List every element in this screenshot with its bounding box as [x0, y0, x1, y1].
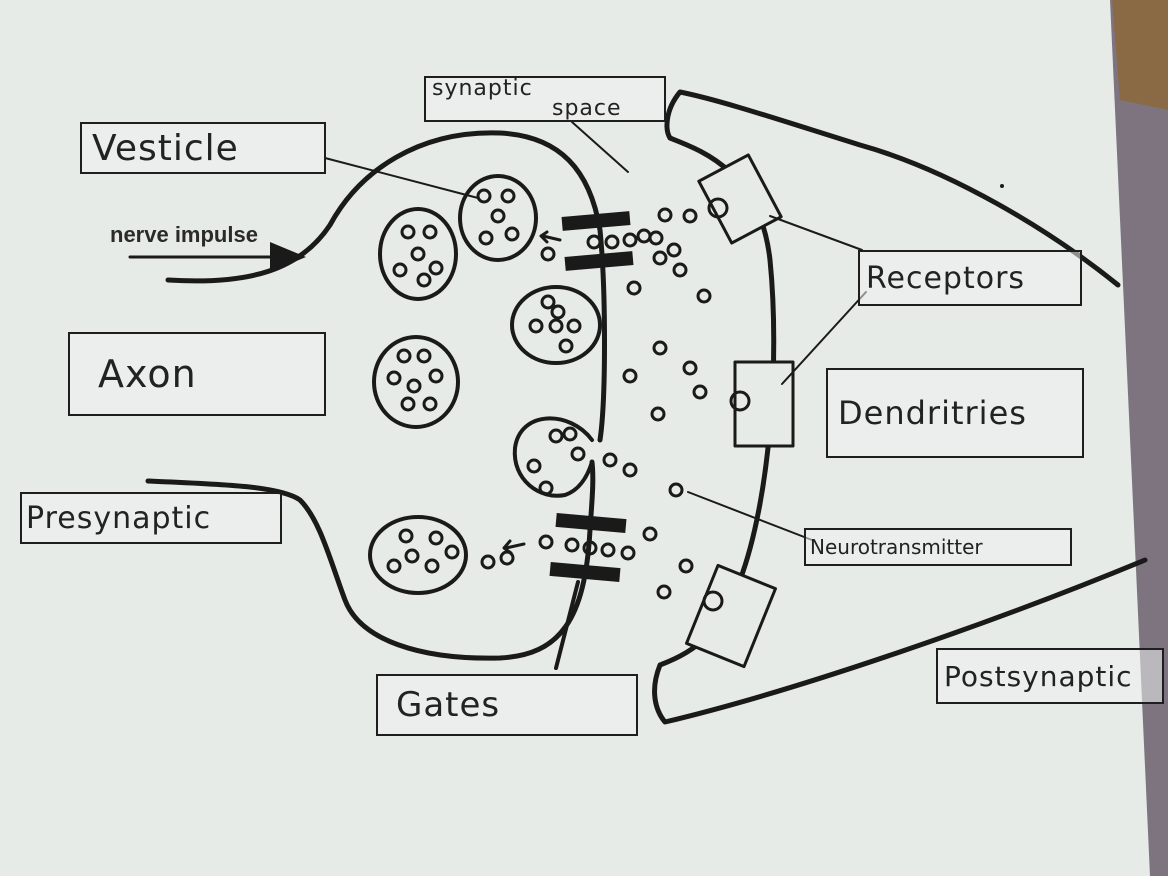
receptors-label: Receptors	[858, 250, 1082, 306]
receptor-block	[735, 362, 793, 446]
neurotransmitter-label: Neurotransmitter	[804, 528, 1072, 566]
nerve-impulse-caption: nerve impulse	[110, 222, 258, 248]
vesicle-label-text: Vesticle	[92, 128, 239, 169]
pen-mark	[1000, 184, 1004, 188]
dendrites-label-text: Dendritries	[838, 394, 1027, 432]
synaptic-space-label-line1: synaptic	[432, 79, 533, 99]
receptors-label-text: Receptors	[866, 261, 1025, 296]
neurotransmitter-label-text: Neurotransmitter	[810, 535, 983, 559]
presynaptic-label: Presynaptic	[20, 492, 282, 544]
presynaptic-label-text: Presynaptic	[26, 501, 211, 536]
vesicle-label: Vesticle	[80, 122, 326, 174]
synaptic-space-label: synaptic space	[424, 76, 666, 122]
page-corner	[1112, 0, 1168, 110]
gates-label: Gates	[376, 674, 638, 736]
postsynaptic-label: Postsynaptic	[936, 648, 1164, 704]
axon-label-text: Axon	[98, 352, 197, 396]
synaptic-space-label-line2: space	[552, 99, 622, 119]
dendrites-label: Dendritries	[826, 368, 1084, 458]
postsynaptic-label-text: Postsynaptic	[944, 660, 1133, 693]
axon-label: Axon	[68, 332, 326, 416]
gates-label-text: Gates	[396, 685, 500, 725]
